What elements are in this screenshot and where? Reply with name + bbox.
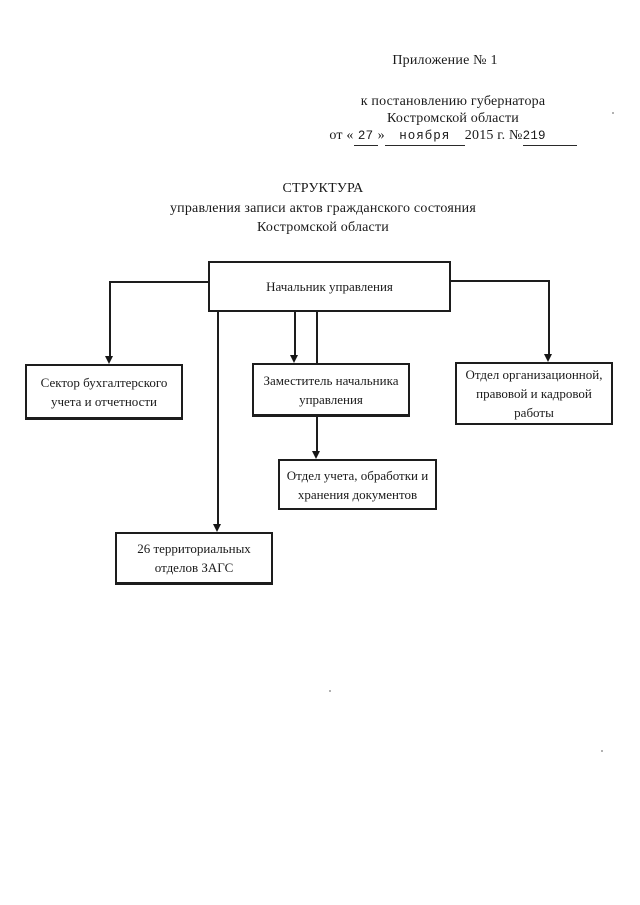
org-node-records-processing-dept: Отдел учета, обработки и хранения докуме…: [278, 459, 437, 510]
arrowhead-to-records: [312, 451, 320, 459]
org-node-label: отделов ЗАГС: [154, 560, 234, 575]
date-day-filled: 27: [353, 128, 378, 146]
org-node-organizational-legal-hr-dept: Отдел организационной, правовой и кадров…: [455, 362, 613, 425]
connector-head-to-deputy-plain-line: [316, 312, 318, 363]
org-node-label: Отдел учета, обработки и: [286, 467, 429, 483]
arrowhead-to-territorial: [213, 524, 221, 532]
arrowhead-to-deputy: [290, 355, 298, 363]
org-node-head-of-administration: Начальник управления: [208, 261, 451, 312]
connector-head-to-deputy-arrow-line: [294, 312, 296, 356]
date-close-quote: »: [377, 128, 385, 143]
arrowhead-to-org-dept: [544, 354, 552, 362]
org-node-label: работы: [514, 405, 554, 420]
org-node-label: Заместитель начальника: [263, 372, 399, 388]
appendix-label: Приложение № 1: [392, 53, 498, 68]
decree-reference-line-2: Костромской области: [387, 111, 519, 126]
title-line-3: Костромской области: [257, 220, 389, 235]
document-header: Приложение № 1 к постановлению губернато…: [322, 53, 584, 146]
org-node-label: правовой и кадровой: [476, 386, 592, 401]
org-node-label: управления: [299, 391, 363, 407]
org-node-territorial-zags-depts: 26 территориальных отделов ЗАГС: [115, 532, 273, 585]
org-node-label: хранения документов: [297, 486, 418, 502]
org-node-accounting-sector: Сектор бухгалтерского учета и отчетности: [25, 364, 183, 420]
org-node-label: Начальник управления: [266, 279, 393, 294]
document-title: СТРУКТУРА управления записи актов гражда…: [60, 179, 586, 238]
connector-head-to-org-dept-vertical: [548, 280, 550, 355]
org-node-deputy-head: Заместитель начальника управления: [252, 363, 410, 417]
scan-speck: [601, 750, 603, 752]
title-line-1: СТРУКТУРА: [282, 181, 364, 196]
org-node-label: учета и отчетности: [50, 393, 158, 409]
connector-head-to-org-dept-horizontal: [451, 280, 550, 282]
connector-head-to-accounting-horizontal: [109, 281, 208, 283]
date-prefix: от «: [329, 128, 354, 143]
date-month-filled: ноября: [384, 128, 465, 146]
org-node-label: 26 территориальных: [137, 541, 251, 556]
scan-speck: [612, 112, 614, 114]
connector-deputy-to-records-vertical: [316, 417, 318, 452]
connector-head-to-territorial-vertical: [217, 312, 219, 525]
scan-speck: [329, 690, 331, 692]
decree-reference-line-1: к постановлению губернатора: [360, 94, 546, 109]
org-node-label: Отдел организационной,: [465, 367, 603, 382]
decree-number-filled: 219: [522, 128, 577, 146]
title-line-2: управления записи актов гражданского сос…: [169, 200, 477, 216]
connector-head-to-accounting-vertical: [109, 281, 111, 357]
arrowhead-to-accounting: [105, 356, 113, 364]
org-node-label: Сектор бухгалтерского: [40, 374, 168, 390]
date-year-part: 2015 г. №: [464, 128, 523, 143]
